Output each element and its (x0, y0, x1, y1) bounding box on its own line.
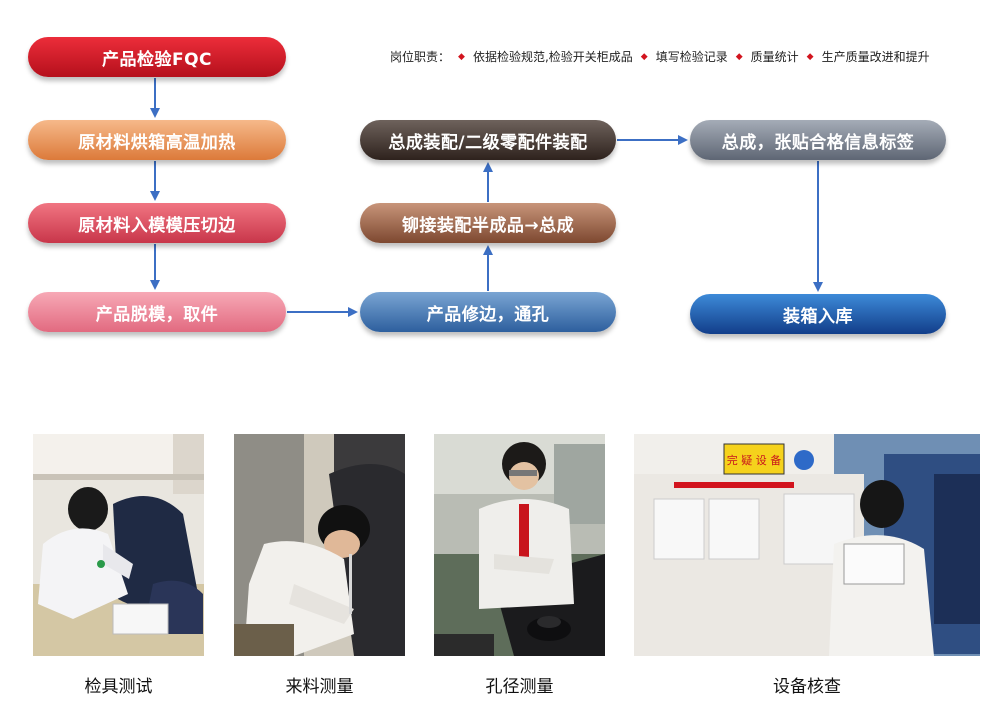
step-rivet-assembly: 铆接装配半成品→总成 (360, 203, 616, 243)
job-duties: 岗位职责： ◆ 依据检验规范,检验开关柜成品 ◆ 填写检验记录 ◆ 质量统计 ◆… (390, 48, 930, 65)
duties-title: 岗位职责： (390, 50, 451, 64)
step-raw-material-heating: 原材料烘箱高温加热 (28, 120, 286, 160)
step-trim-through-hole: 产品修边，通孔 (360, 292, 616, 332)
caption-incoming-measurement: 来料测量 (285, 677, 354, 697)
step-demold-pickup: 产品脱模，取件 (28, 292, 286, 332)
duty-item: 质量统计 (750, 50, 799, 64)
equipment-sign-text: 完 疑 设 备 (727, 453, 782, 467)
duty-item: 生产质量改进和提升 (821, 50, 930, 64)
duty-item: 填写检验记录 (655, 50, 728, 64)
step-label-qualified: 总成，张贴合格信息标签 (690, 120, 946, 160)
bullet-icon: ◆ (640, 51, 648, 62)
step-product-inspection-fqc: 产品检验FQC (28, 37, 286, 77)
photo-incoming-measurement (234, 434, 405, 656)
caption-hole-measurement: 孔径测量 (485, 677, 554, 697)
photo-hole-measurement (434, 434, 605, 656)
duty-item: 依据检验规范,检验开关柜成品 (472, 50, 633, 64)
step-mold-press-trim: 原材料入模模压切边 (28, 203, 286, 243)
caption-fixture-testing: 检具测试 (84, 677, 153, 697)
flow-arrows (150, 78, 823, 317)
step-assembly-secondary-parts: 总成装配/二级零配件装配 (360, 120, 616, 160)
photo-equipment-check: 完 疑 设 备 (634, 434, 980, 656)
step-pack-warehouse: 装箱入库 (690, 294, 946, 334)
caption-equipment-check: 设备核查 (773, 677, 841, 697)
bullet-icon: ◆ (806, 51, 814, 62)
bullet-icon: ◆ (458, 51, 465, 62)
photo-fixture-testing (33, 434, 204, 656)
bullet-icon: ◆ (735, 51, 743, 62)
